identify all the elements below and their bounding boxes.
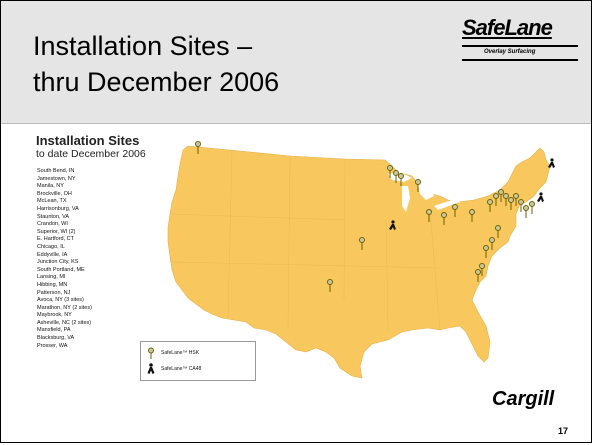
site-pin	[489, 237, 495, 250]
site-pin	[529, 201, 535, 214]
site-pin	[483, 245, 489, 258]
site-pin	[523, 205, 529, 218]
site-list-item: E. Hartford, CT	[37, 236, 74, 243]
title-line-1: Installation Sites –	[33, 31, 253, 61]
site-pin	[441, 212, 447, 225]
site-pin	[452, 204, 458, 217]
ca48-marker-icon	[147, 363, 155, 374]
ca48-markers	[389, 158, 555, 230]
site-list-item: Marathon, NY (2 sites)	[37, 304, 92, 311]
site-list-item: Manila, NY	[37, 183, 64, 190]
site-pin	[487, 199, 493, 212]
legend-label-hsk: SafeLane™ HSK	[161, 350, 200, 356]
site-list-item: Chicago, IL	[37, 243, 65, 250]
safelane-logo-tagline: Overlay Surfacing	[484, 49, 536, 55]
site-list-item: Maybrook, NY	[37, 312, 72, 319]
site-list-item: Crandon, WI	[37, 221, 68, 228]
site-list-item: Junction City, KS	[37, 259, 79, 266]
site-list-item: South Portland, ME	[37, 266, 85, 273]
ca48-marker	[548, 158, 555, 168]
site-list-item: Asheville, NC (2 sites)	[37, 319, 92, 326]
site-list-item: South Bend, IN	[37, 168, 75, 174]
site-list-item: McLean, TX	[37, 198, 67, 205]
site-pin	[513, 193, 519, 206]
site-list-item: Avoca, NY (3 sites)	[37, 297, 84, 304]
site-list-item: Hibbing, MN	[37, 281, 68, 288]
site-pin	[495, 225, 501, 238]
site-pin	[393, 170, 399, 183]
site-pin	[359, 237, 365, 250]
site-list-item: Prosser, WA	[37, 342, 68, 349]
site-list-item: Lansing, MI	[37, 274, 66, 281]
lake-michigan	[402, 186, 410, 212]
site-pin	[479, 263, 485, 276]
site-pin	[426, 209, 432, 222]
cargill-logo: Cargill	[492, 388, 555, 410]
site-pin	[387, 165, 393, 178]
site-pin	[508, 197, 514, 210]
site-list-item: Superior, WI (2)	[37, 228, 76, 235]
slide-title: Installation Sites – thru December 2006	[33, 28, 279, 100]
hsk-pin-icon	[148, 347, 154, 359]
site-pin	[475, 269, 481, 282]
legend-row-ca48: SafeLane™ CA48	[147, 363, 201, 375]
site-pin	[498, 189, 504, 202]
ca48-marker	[537, 192, 544, 202]
legend-label-ca48: SafeLane™ CA48	[161, 366, 202, 372]
site-list: South Bend, IN Jamestown, NY Manila, NY …	[37, 168, 92, 350]
slide-header	[1, 1, 591, 124]
site-list-item: Staunton, VA	[37, 213, 70, 220]
hsk-pins	[195, 141, 535, 292]
site-pin	[518, 199, 524, 212]
title-line-2: thru December 2006	[33, 67, 280, 97]
logo-rule-top	[462, 45, 578, 47]
safelane-logo-word: SafeLane	[462, 15, 553, 40]
site-list-item: Harrisonburg, VA	[37, 205, 79, 212]
site-list-item: Mansfield, PA	[37, 327, 71, 334]
site-list-item: Brockville, OH	[37, 190, 72, 197]
site-list-item: Jamestown, NY	[37, 175, 76, 182]
map-title: Installation Sites	[36, 133, 140, 148]
map-legend: SafeLane™ HSK SafeLane™ CA48	[140, 341, 256, 381]
site-list-item: Eddyville, IA	[37, 251, 68, 258]
site-pin	[503, 193, 509, 206]
page-number: 17	[558, 426, 569, 436]
site-pin	[415, 179, 421, 192]
site-pin	[195, 141, 201, 154]
state-lines	[169, 149, 441, 331]
site-pin	[493, 193, 499, 206]
ca48-marker	[389, 220, 396, 230]
legend-row-hsk: SafeLane™ HSK	[147, 347, 199, 359]
safelane-logo: SafeLane Overlay Surfacing	[462, 15, 582, 67]
site-list-item: Patterson, NJ	[37, 289, 71, 296]
lake-ontario	[462, 194, 478, 200]
site-pin	[469, 209, 475, 222]
site-pin	[327, 279, 333, 292]
site-list-item: Blacksburg, VA	[37, 335, 75, 342]
lake-huron	[418, 184, 434, 200]
lake-erie	[434, 198, 460, 210]
logo-rule-bottom	[462, 59, 578, 61]
map-subtitle: to date December 2006	[36, 148, 146, 160]
site-pin	[398, 173, 404, 186]
